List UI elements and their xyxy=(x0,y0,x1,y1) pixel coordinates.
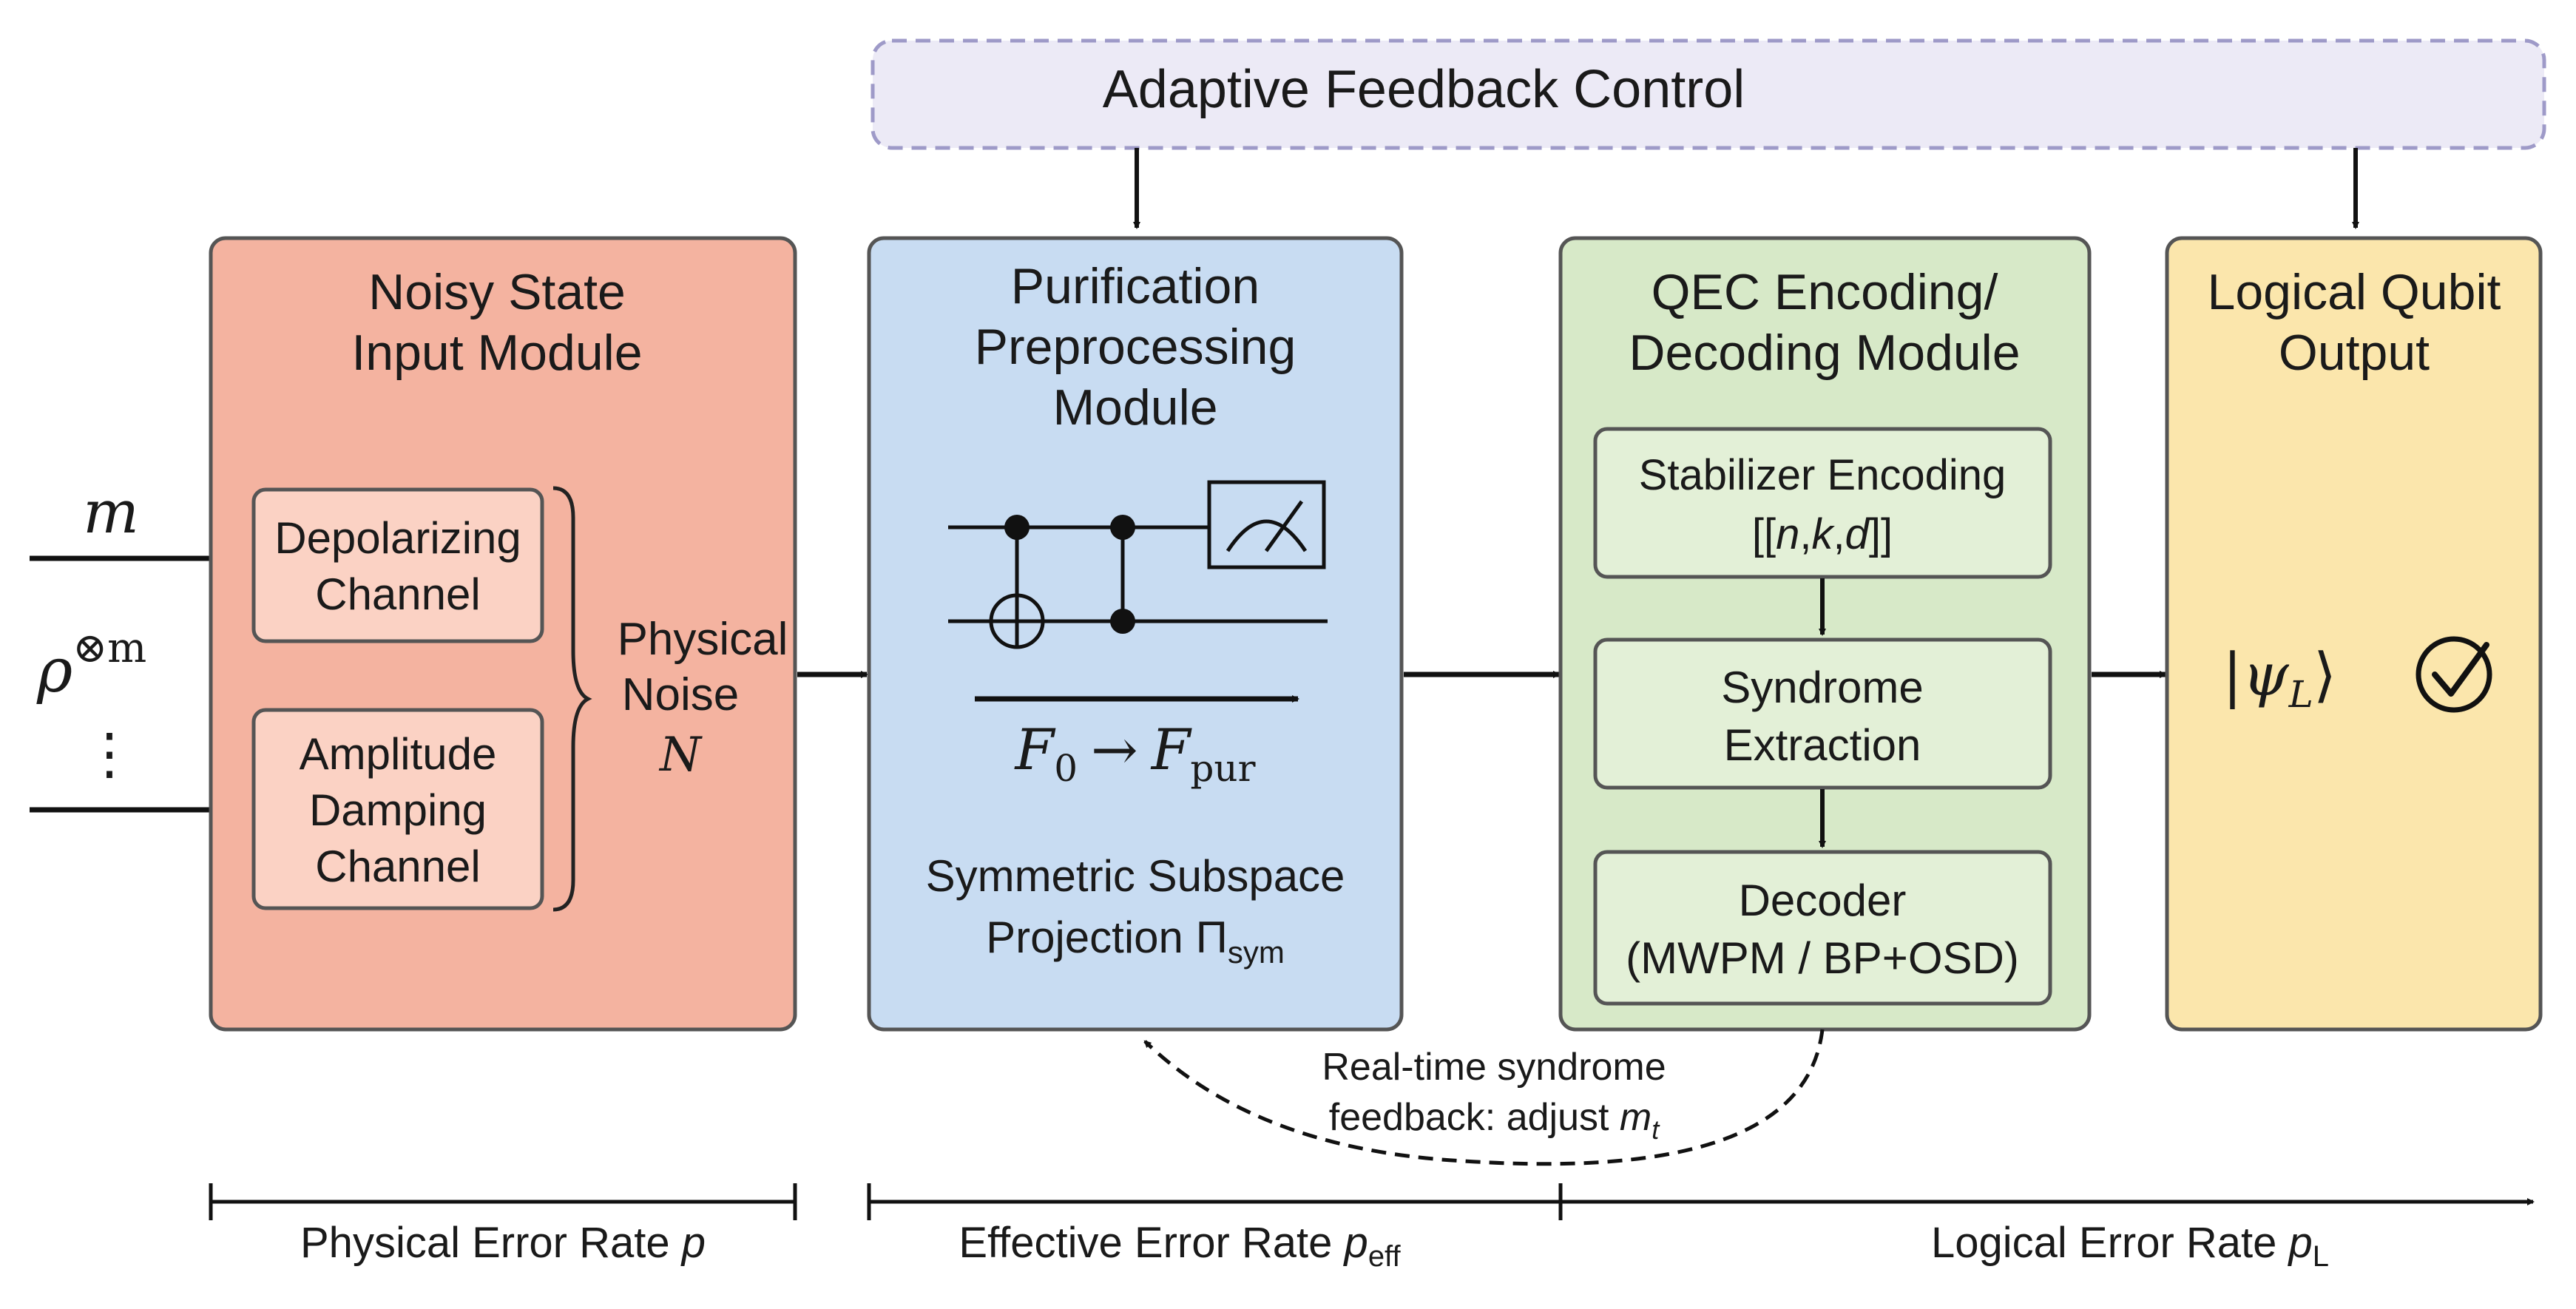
logical-qubit-output-module: Logical Qubit Output |ψL⟩ xyxy=(2165,236,2543,1032)
purification-circuit xyxy=(948,480,1328,649)
amplitude-line3: Channel xyxy=(315,842,481,891)
feedback-loop-line2: feedback: adjust mt xyxy=(1329,1096,1660,1145)
physical-noise-line1: Physical xyxy=(618,614,788,665)
syndrome-feedback-loop xyxy=(1143,1029,1825,1166)
output-title-line1: Logical Qubit xyxy=(2208,264,2501,320)
syndrome-extraction-box xyxy=(1593,637,2052,790)
input-rho-label: ρ⊗m xyxy=(36,624,146,706)
brace-icon xyxy=(552,486,592,912)
noisy-module-title-line1: Noisy State xyxy=(368,264,626,320)
input-signals: m ρ⊗m ⋮ xyxy=(30,478,249,814)
physical-noise-symbol: N xyxy=(658,728,703,782)
amplitude-line2: Damping xyxy=(309,785,487,835)
purification-preprocessing-module: Purification Preprocessing Module xyxy=(867,236,1404,1032)
syndrome-line2: Extraction xyxy=(1724,720,1921,770)
measurement-meter-icon xyxy=(1207,480,1326,569)
qec-title-line1: QEC Encoding/ xyxy=(1652,264,1998,320)
projection-line1: Symmetric Subspace xyxy=(926,851,1345,901)
purification-title-line2: Preprocessing xyxy=(975,319,1297,375)
qec-title-line2: Decoding Module xyxy=(1629,325,2020,381)
noisy-state-input-module: Noisy State Input Module Depolarizing Ch… xyxy=(209,236,797,1032)
cz-gate-icon xyxy=(1110,515,1135,634)
physical-noise-line2: Noise xyxy=(622,669,740,720)
logical-error-rate-label: Logical Error Rate pL xyxy=(1931,1219,2329,1273)
decoder-line2: (MWPM / BP+OSD) xyxy=(1626,933,2019,983)
physical-error-rate-label: Physical Error Rate p xyxy=(300,1219,706,1267)
fidelity-expression: F0→Fpur xyxy=(1013,717,1255,790)
adaptive-feedback-control-bar: Adaptive Feedback Control xyxy=(871,38,2546,150)
check-circle-icon xyxy=(2416,636,2492,713)
syndrome-line1: Syndrome xyxy=(1721,663,1923,712)
qec-encoding-decoding-module: QEC Encoding/ Decoding Module Stabilizer… xyxy=(1558,236,2092,1032)
stabilizer-params: [[n,k,d]] xyxy=(1752,510,1893,558)
effective-error-rate-label: Effective Error Rate peff xyxy=(959,1219,1401,1273)
adaptive-feedback-label: Adaptive Feedback Control xyxy=(1103,60,1745,119)
decoder-box xyxy=(1593,850,2052,1006)
output-title-line2: Output xyxy=(2279,325,2430,381)
input-m-label: m xyxy=(83,478,139,547)
purification-title-line3: Module xyxy=(1052,379,1217,436)
cnot-gate-icon xyxy=(989,515,1045,649)
error-rate-axis: Physical Error Rate p Effective Error Ra… xyxy=(209,1183,2535,1273)
depolarizing-channel-box xyxy=(251,487,544,643)
purification-title-line1: Purification xyxy=(1011,258,1260,314)
noisy-module-title-line2: Input Module xyxy=(351,325,642,381)
amplitude-line1: Amplitude xyxy=(300,729,497,779)
stabilizer-line1: Stabilizer Encoding xyxy=(1639,451,2007,499)
feedback-loop-line1: Real-time syndrome xyxy=(1322,1046,1666,1089)
projection-line2: Projection Πsym xyxy=(986,913,1285,970)
depolarizing-line2: Channel xyxy=(315,569,481,619)
input-dots: ⋮ xyxy=(81,720,138,786)
logical-state-ket: |ψL⟩ xyxy=(2222,640,2336,716)
stabilizer-encoding-box xyxy=(1593,427,2052,579)
depolarizing-line1: Depolarizing xyxy=(274,513,521,563)
amplitude-damping-box xyxy=(251,708,544,910)
decoder-line1: Decoder xyxy=(1739,876,1907,925)
